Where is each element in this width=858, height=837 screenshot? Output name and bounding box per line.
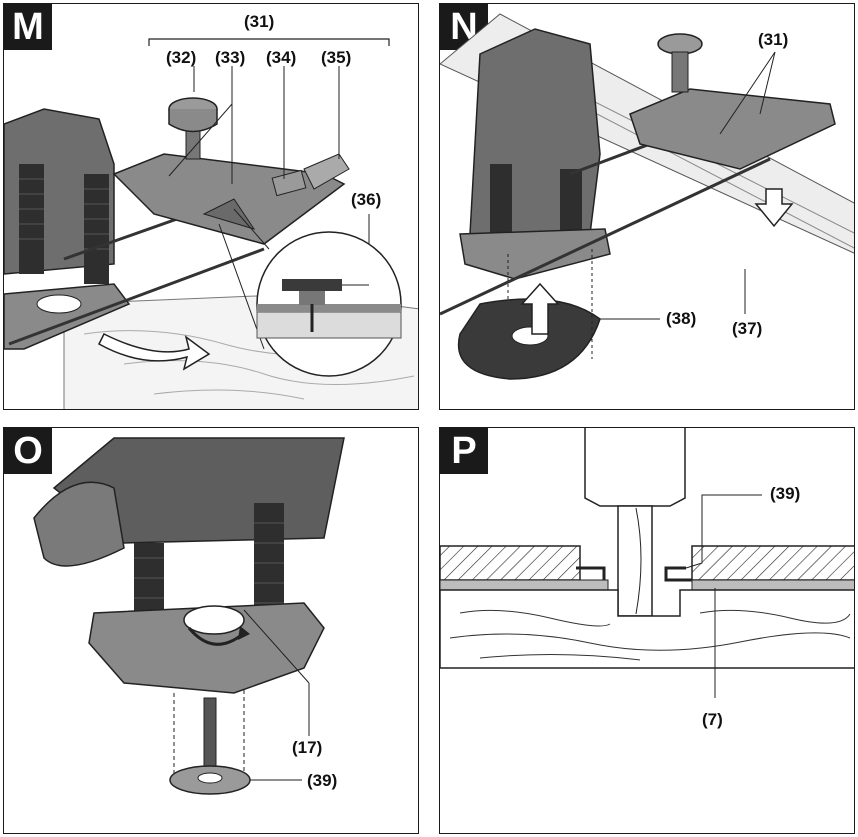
figure-panel-n: N (31) (38) (37)	[439, 3, 855, 410]
figure-panel-o: O (17) (39)	[3, 427, 419, 834]
callout-7: (7)	[702, 710, 723, 729]
callout-31: (31)	[244, 12, 275, 31]
callout-36: (36)	[351, 190, 382, 209]
template-guide-cross-section-diagram	[440, 428, 854, 698]
callout-34: (34)	[266, 48, 297, 67]
callout-17: (17)	[292, 738, 323, 757]
router-with-guide-rail-illustration	[440, 13, 854, 380]
callout-39: (39)	[770, 484, 801, 503]
callout-32: (32)	[166, 48, 197, 67]
callout-33: (33)	[215, 48, 246, 67]
panel-label-m: M	[4, 4, 52, 50]
callout-35: (35)	[321, 48, 352, 67]
callout-38: (38)	[666, 309, 697, 328]
panel-label-p: P	[440, 428, 488, 474]
callout-31: (31)	[758, 30, 789, 49]
figure-panel-m: M	[3, 3, 419, 410]
callout-37: (37)	[732, 319, 763, 338]
router-with-parallel-guide-illustration	[4, 38, 418, 409]
figure-panel-p: P (39) (7)	[439, 427, 855, 834]
panel-label-o: O	[4, 428, 52, 474]
callout-39: (39)	[307, 771, 338, 790]
router-base-template-guide-illustration	[33, 437, 345, 795]
